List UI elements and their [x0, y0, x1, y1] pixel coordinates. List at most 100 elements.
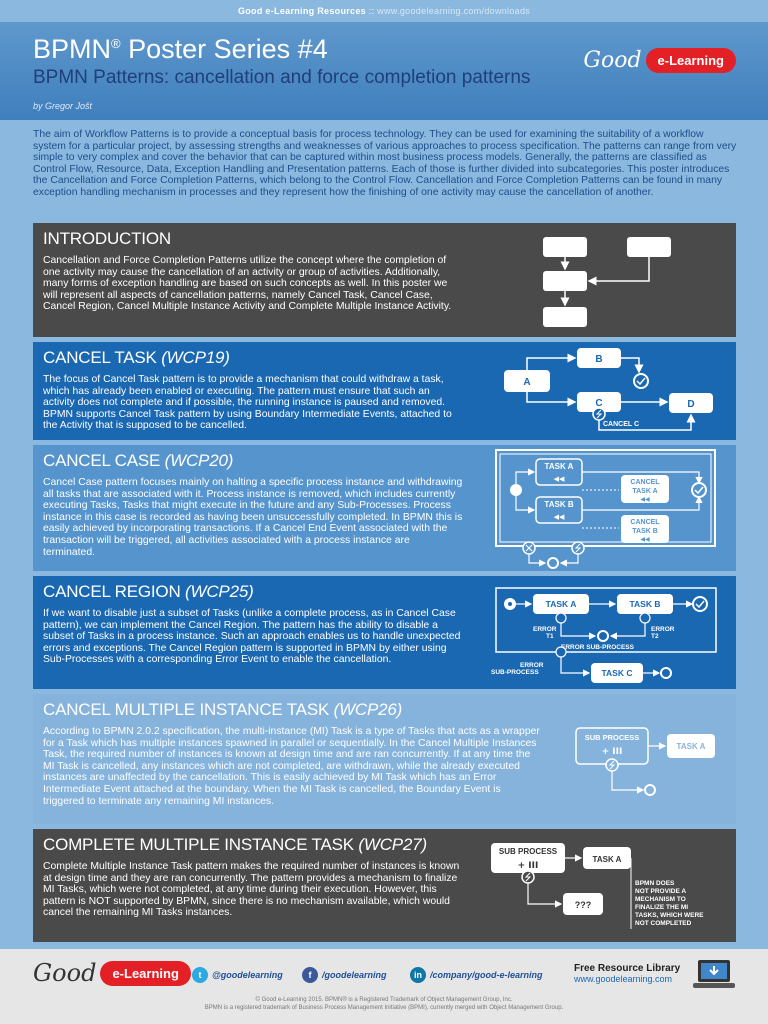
section-title: COMPLETE MULTIPLE INSTANCE TASK (WCP27): [43, 835, 427, 855]
task-a-box: [533, 594, 589, 614]
task-a-label: A: [523, 377, 530, 388]
top-bar-url[interactable]: www.goodelearning.com/downloads: [377, 6, 531, 16]
top-bar-brand: Good e-Learning Resources: [237, 6, 366, 16]
cancel-c-label: CANCEL C: [603, 421, 639, 428]
facebook-handle: /goodelearning: [322, 970, 387, 980]
task-d-box: [669, 393, 713, 413]
poster-subtitle: BPMN Patterns: cancellation and force co…: [33, 67, 531, 88]
section-title: INTRODUCTION: [43, 229, 171, 249]
section-title-text: COMPLETE MULTIPLE INSTANCE TASK: [43, 835, 359, 854]
task-a-label: TASK A: [593, 855, 622, 864]
logo-elearning: e-Learning: [645, 47, 736, 73]
sub-process-label: SUB PROCESS: [499, 847, 558, 856]
svg-text:◀◀: ◀◀: [554, 513, 565, 521]
footer: Good e-Learning t@goodelearning f/goodel…: [0, 949, 768, 1024]
intro-box-3: [543, 271, 587, 291]
svg-text:TASK B: TASK B: [632, 528, 658, 535]
twitter-handle: @goodelearning: [212, 970, 283, 980]
section-title-text: CANCEL REGION: [43, 582, 186, 601]
section-code: (WCP20): [164, 451, 234, 470]
copyright-line-2: BPMN is a registered trademark of Busine…: [204, 1005, 564, 1011]
laptop-icon: [693, 960, 735, 988]
section-title-text: CANCEL CASE: [43, 451, 165, 470]
cancel-region-diagram: TASK A TASK B ERROR T1 ERROR T2 ERROR SU…: [491, 587, 717, 683]
task-c-box: [591, 663, 643, 683]
library-title: Free Resource Library: [574, 963, 681, 974]
end-circle-icon: [597, 630, 609, 642]
task-b-box: [577, 348, 621, 368]
linkedin-icon: in: [410, 967, 426, 983]
copyright: © Good e-Learning 2015. BPMN® is a Regis…: [0, 996, 768, 1012]
intro-box-1: [543, 237, 587, 257]
section-code: (WCP27): [358, 835, 427, 854]
cancel-task-b-box: [621, 515, 669, 543]
task-b-label: TASK B: [544, 500, 573, 509]
task-b-label: B: [595, 354, 602, 365]
unknown-task-box: [563, 893, 603, 915]
section-code: (WCP25): [185, 582, 254, 601]
cancel-task-a-box: [621, 475, 669, 503]
section-complete-mi-task: COMPLETE MULTIPLE INSTANCE TASK (WCP27) …: [33, 829, 736, 942]
svg-text:ERROR: ERROR: [651, 626, 675, 633]
task-b-label: TASK B: [629, 599, 660, 609]
twitter-link[interactable]: t@goodelearning: [192, 967, 283, 983]
task-c-box: [577, 392, 621, 412]
section-title: CANCEL CASE (WCP20): [43, 451, 233, 471]
cancel-case-diagram: TASK A ◀◀ TASK B ◀◀ CANCEL TASK A ◀◀ CAN…: [495, 449, 716, 569]
section-cancel-mi-task: CANCEL MULTIPLE INSTANCE TASK (WCP26) Ac…: [33, 694, 736, 824]
good-elearning-logo[interactable]: Good e-Learning: [583, 46, 736, 74]
task-a-label: TASK A: [677, 742, 706, 751]
poster-title: BPMN® Poster Series #4: [33, 34, 328, 65]
cancel-task-diagram: A B C D CANCEL C: [504, 348, 713, 431]
top-bar-separator: ::: [365, 6, 378, 16]
end-event-icon: [633, 373, 649, 389]
section-introduction: INTRODUCTION Cancellation and Force Comp…: [33, 223, 736, 337]
linkedin-handle: /company/good-e-learning: [430, 970, 543, 980]
start-event-icon: [510, 484, 522, 496]
section-text: Cancellation and Force Completion Patter…: [43, 255, 452, 313]
section-cancel-case: CANCEL CASE (WCP20) Cancel Case pattern …: [33, 445, 736, 571]
svg-text:SUB-PROCESS: SUB-PROCESS: [491, 669, 539, 676]
section-text: If we want to disable just a subset of T…: [43, 608, 461, 666]
svg-text:T2: T2: [651, 633, 659, 640]
introduction-diagram: [543, 237, 671, 327]
svg-text:◀◀: ◀◀: [554, 475, 565, 483]
footer-logo-good: Good: [33, 959, 97, 987]
end-circle-icon: [644, 784, 656, 796]
section-code: (WCP26): [333, 700, 403, 719]
section-text: Cancel Case pattern focuses mainly on ha…: [43, 477, 463, 558]
transaction-frame: [495, 449, 716, 547]
svg-text:◀◀: ◀◀: [640, 496, 650, 503]
title-reg-mark: ®: [111, 36, 121, 51]
svg-text:TASK A: TASK A: [632, 488, 657, 495]
task-a-box: [667, 734, 715, 758]
section-text: According to BPMN 2.0.2 specification, t…: [43, 726, 540, 807]
free-resource-library[interactable]: Free Resource Library www.goodelearning.…: [574, 963, 680, 984]
sub-process-label: SUB PROCESS: [585, 733, 640, 742]
svg-text:ERROR: ERROR: [533, 626, 557, 633]
section-title: CANCEL MULTIPLE INSTANCE TASK (WCP26): [43, 700, 402, 720]
linkedin-link[interactable]: in/company/good-e-learning: [410, 967, 543, 983]
logo-good: Good: [583, 47, 642, 73]
section-text: Complete Multiple Instance Task pattern …: [43, 861, 460, 919]
facebook-link[interactable]: f/goodelearning: [302, 967, 387, 983]
task-a-label: TASK A: [546, 599, 577, 609]
footer-logo[interactable]: Good e-Learning: [33, 959, 191, 987]
error-subprocess-label: ERROR SUB-PROCESS: [561, 644, 635, 651]
section-code: (WCP19): [161, 348, 230, 367]
task-a-box: [583, 847, 631, 869]
section-title-text: CANCEL TASK: [43, 348, 162, 367]
svg-text:+ ⅠⅠⅠ: + ⅠⅠⅠ: [518, 861, 539, 871]
copyright-line-1: © Good e-Learning 2015. BPMN® is a Regis…: [255, 997, 513, 1003]
sub-process-frame: [495, 587, 717, 653]
svg-text:+ ⅠⅠⅠ: + ⅠⅠⅠ: [602, 747, 623, 757]
title-bpmn: BPMN: [33, 34, 112, 64]
end-event-icon: [692, 596, 708, 612]
task-c-label: TASK C: [601, 668, 632, 678]
complete-mi-diagram: SUB PROCESS + ⅠⅠⅠ TASK A ??? BPMN DOES N…: [491, 843, 704, 929]
header: BPMN® Poster Series #4 BPMN Patterns: ca…: [0, 22, 768, 120]
task-b-box: [617, 594, 673, 614]
top-bar: Good e-Learning Resources :: www.goodele…: [0, 0, 768, 22]
section-cancel-region: CANCEL REGION (WCP25) If we want to disa…: [33, 576, 736, 689]
svg-text:T1: T1: [546, 633, 554, 640]
